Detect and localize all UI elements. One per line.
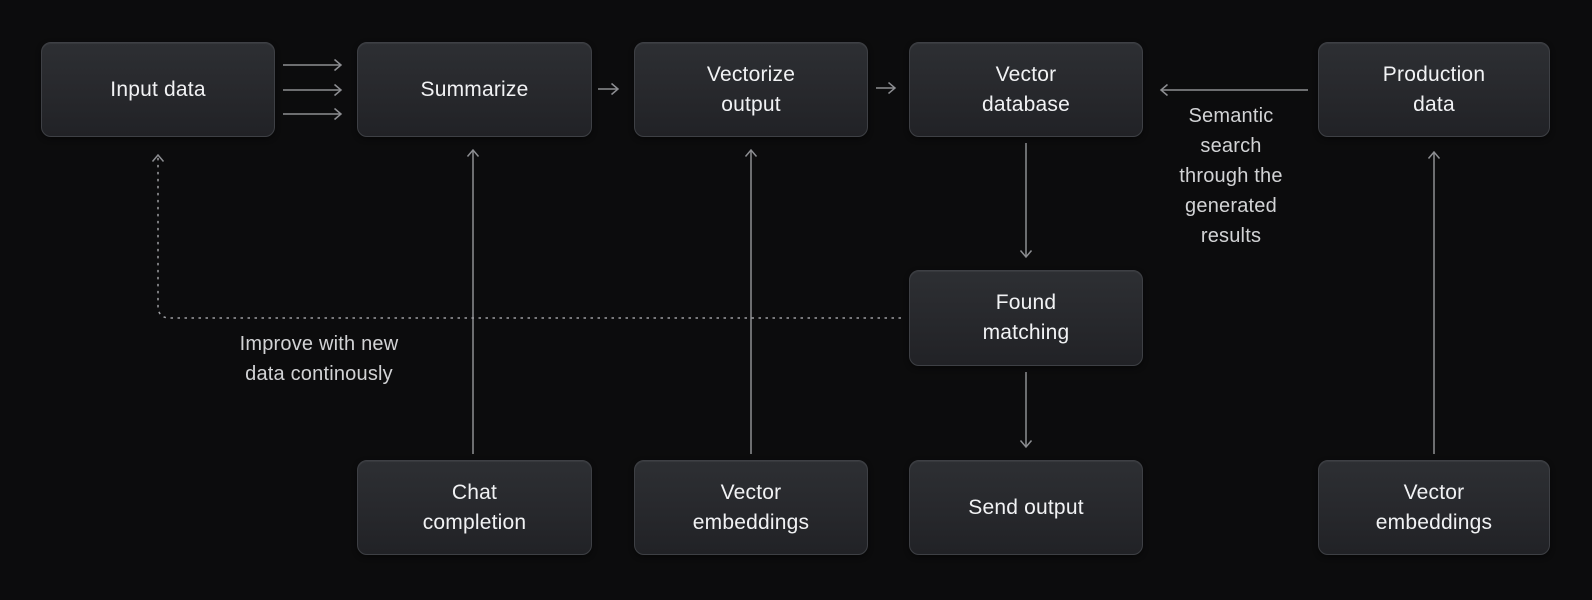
node-input-data-label: Input data	[110, 77, 206, 101]
node-send-output: Send output	[909, 460, 1143, 555]
node-send-output-label: Send output	[968, 495, 1084, 519]
node-vector-database-label: Vector database	[981, 62, 1070, 116]
node-production-data-label: Production data	[1382, 62, 1486, 116]
arrow-found-to-input-feedback	[151, 153, 901, 319]
node-vector-embeddings-bottom-right: Vector embeddings	[1318, 460, 1550, 555]
semantic-search-note: Semantic search through the generated re…	[1179, 105, 1283, 247]
node-found-matching: Found matching	[909, 270, 1143, 366]
node-chat-completion: Chat completion	[357, 460, 592, 555]
improve-note: Improve with new data continously	[239, 333, 399, 385]
node-summarize: Summarize	[357, 42, 592, 137]
node-vectorize-output: Vectorize output	[634, 42, 868, 137]
node-vector-embeddings-bottom-left: Vector embeddings	[634, 460, 868, 555]
node-vectorize-output-label: Vectorize output	[706, 62, 796, 116]
node-summarize-label: Summarize	[420, 77, 529, 101]
node-vector-embeddings-bottom-right-label: Vector embeddings	[1375, 480, 1493, 534]
node-production-data: Production data	[1318, 42, 1550, 137]
node-vector-embeddings-bottom-left-label: Vector embeddings	[692, 480, 810, 534]
node-found-matching-label: Found matching	[982, 291, 1070, 344]
node-chat-completion-label: Chat completion	[422, 480, 527, 534]
node-input-data: Input data	[41, 42, 275, 137]
node-vector-database: Vector database	[909, 42, 1143, 137]
